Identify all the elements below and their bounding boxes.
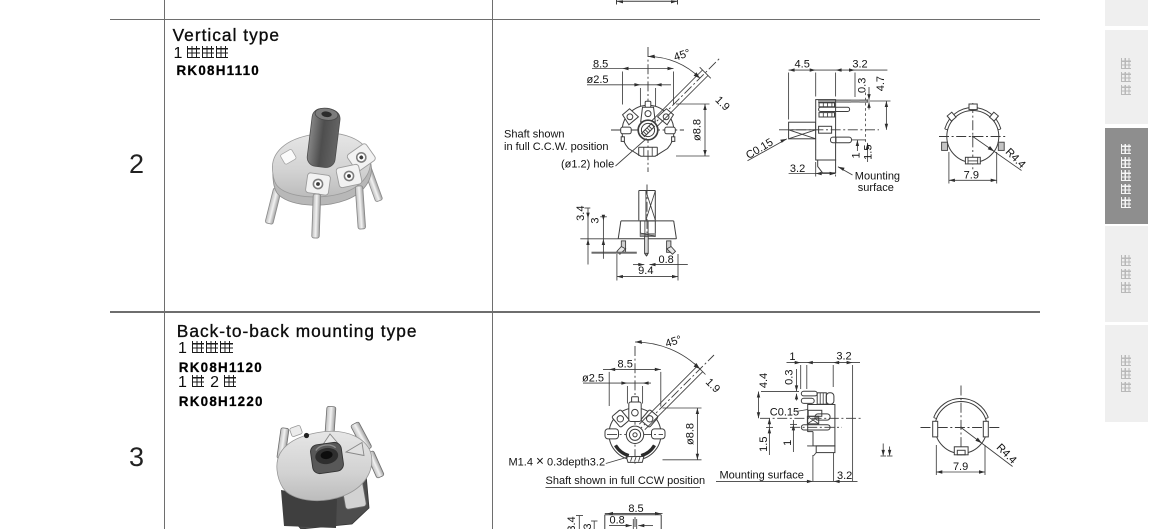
svg-text:1: 1 <box>789 351 795 363</box>
svg-text:8.5: 8.5 <box>618 358 633 370</box>
svg-text:1: 1 <box>782 440 794 446</box>
svg-text:1: 1 <box>851 152 863 158</box>
svg-text:(ø1.2) hole: (ø1.2) hole <box>561 159 614 171</box>
svg-text:3.2: 3.2 <box>790 163 805 175</box>
svg-text:ø8.8: ø8.8 <box>684 423 696 445</box>
svg-text:3.4: 3.4 <box>575 206 587 221</box>
svg-text:8.5: 8.5 <box>628 503 643 515</box>
svg-text:Mounting surface: Mounting surface <box>720 470 804 482</box>
svg-text:3.4: 3.4 <box>566 516 578 529</box>
svg-text:R4.4: R4.4 <box>1003 146 1028 171</box>
svg-text:4.7: 4.7 <box>875 76 887 91</box>
svg-text:in full C.C.W. position: in full C.C.W. position <box>504 141 609 153</box>
svg-text:3.2: 3.2 <box>837 470 852 482</box>
svg-text:0.3: 0.3 <box>856 78 868 93</box>
svg-text:C0.15: C0.15 <box>770 407 799 419</box>
svg-text:3.2: 3.2 <box>836 350 851 362</box>
svg-text:ø8.8: ø8.8 <box>691 119 703 141</box>
svg-text:7.9: 7.9 <box>964 170 979 182</box>
svg-text:Mounting: Mounting <box>855 171 900 183</box>
svg-text:45°: 45° <box>672 47 692 64</box>
svg-text:1.9: 1.9 <box>712 94 731 113</box>
svg-text:surface: surface <box>858 182 894 194</box>
svg-text:3.2: 3.2 <box>852 58 867 70</box>
svg-text:ø2.5: ø2.5 <box>582 372 604 384</box>
svg-text:1.9: 1.9 <box>703 376 722 395</box>
svg-text:45°: 45° <box>664 334 684 351</box>
svg-text:0.8: 0.8 <box>659 254 674 266</box>
svg-text:ø2.5: ø2.5 <box>587 74 609 86</box>
svg-text:0.8: 0.8 <box>610 514 625 526</box>
svg-text:8.5: 8.5 <box>593 58 608 70</box>
svg-text:3: 3 <box>582 523 594 529</box>
svg-text:0.3: 0.3 <box>784 370 796 385</box>
svg-text:7.9: 7.9 <box>953 461 968 473</box>
svg-text:1.5: 1.5 <box>758 437 770 452</box>
svg-text:C0.15: C0.15 <box>744 136 775 161</box>
svg-text:M1.4 × 0.3depth3.2: M1.4 × 0.3depth3.2 <box>509 454 606 469</box>
svg-text:4.5: 4.5 <box>795 58 810 70</box>
svg-text:R4.4: R4.4 <box>994 442 1019 467</box>
svg-text:4.4: 4.4 <box>758 373 770 388</box>
svg-text:Shaft shown: Shaft shown <box>504 129 565 141</box>
svg-text:9.4: 9.4 <box>638 265 653 277</box>
svg-text:Shaft shown in full CCW positi: Shaft shown in full CCW position <box>546 475 706 487</box>
svg-text:1.5: 1.5 <box>862 145 874 160</box>
svg-text:3: 3 <box>589 217 601 223</box>
